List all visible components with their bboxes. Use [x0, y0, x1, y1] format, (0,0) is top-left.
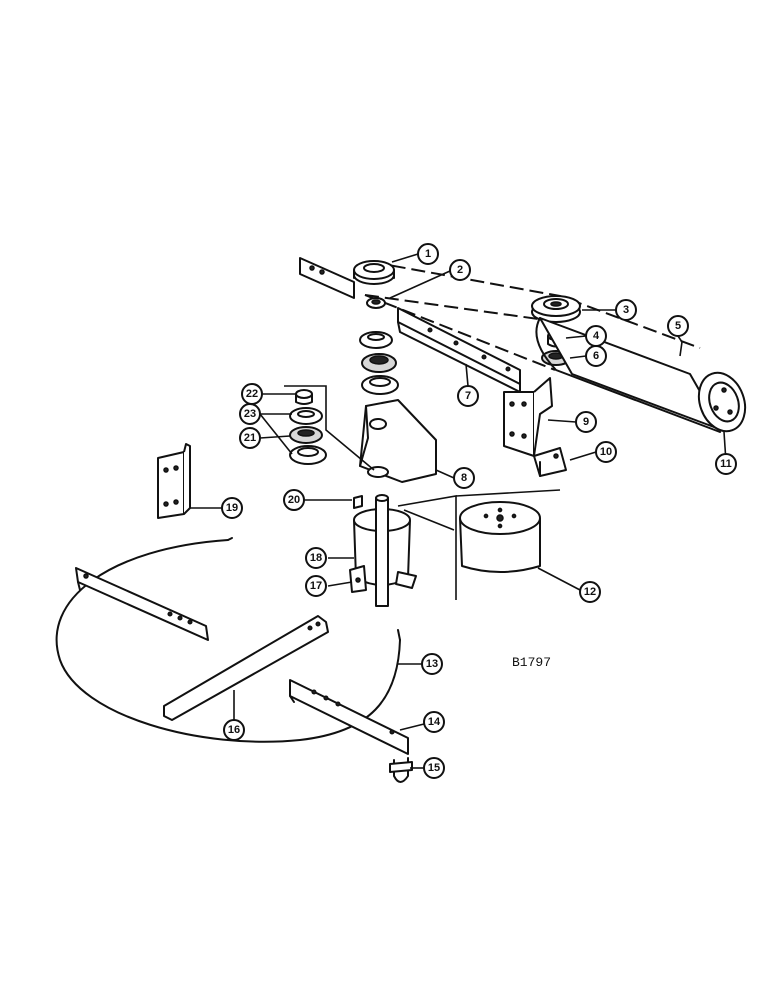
drawing-id: B1797 — [512, 655, 551, 670]
callout-11: 11 — [715, 453, 737, 475]
callout-21-label: 21 — [244, 432, 256, 444]
callout-5: 5 — [667, 315, 689, 337]
callout-10-label: 10 — [600, 446, 612, 458]
callout-21: 21 — [239, 427, 261, 449]
callout-11-label: 11 — [720, 458, 732, 470]
left-arm-bar — [75, 567, 209, 641]
callout-18: 18 — [305, 547, 327, 569]
leader-lines — [190, 253, 727, 769]
callout-13-label: 13 — [426, 658, 438, 670]
callout-22: 22 — [241, 383, 263, 405]
callout-19-label: 19 — [226, 502, 238, 514]
callout-6-label: 6 — [593, 350, 599, 362]
part-2-spacer — [366, 297, 386, 309]
callout-20-label: 20 — [288, 494, 300, 506]
callout-15: 15 — [423, 757, 445, 779]
callout-23: 23 — [239, 403, 261, 425]
callout-4-label: 4 — [593, 330, 600, 342]
part-15-u-bolt — [389, 757, 413, 783]
part-18-cup — [349, 494, 417, 607]
part-12-drum — [459, 501, 541, 573]
callout-13: 13 — [421, 653, 443, 675]
callout-12-label: 12 — [584, 586, 596, 598]
callout-12: 12 — [579, 581, 601, 603]
callout-5-label: 5 — [675, 320, 681, 332]
callout-19: 19 — [221, 497, 243, 519]
part-5-tube — [535, 317, 747, 433]
part-16-long-bar — [163, 615, 329, 721]
callout-18-label: 18 — [310, 552, 322, 564]
callout-1-label: 1 — [425, 248, 431, 260]
part-10-clip — [533, 447, 567, 477]
callout-9: 9 — [575, 411, 597, 433]
callout-23-label: 23 — [244, 408, 256, 420]
part-3-pulley — [531, 295, 581, 323]
part-1-pulley — [353, 260, 395, 285]
callout-20: 20 — [283, 489, 305, 511]
bearing-group-left — [284, 385, 375, 471]
part-14-arm-bar — [289, 679, 409, 755]
callout-14: 14 — [423, 711, 445, 733]
left-mount-bar — [299, 257, 355, 299]
part-8-base-plate — [359, 399, 437, 483]
callout-14-label: 14 — [428, 716, 441, 728]
callout-2: 2 — [449, 259, 471, 281]
callout-3-label: 3 — [623, 304, 629, 316]
callout-7-label: 7 — [465, 390, 471, 402]
callout-8-label: 8 — [461, 472, 467, 484]
callout-3: 3 — [615, 299, 637, 321]
part-9-bracket — [503, 377, 553, 457]
callout-10: 10 — [595, 441, 617, 463]
callout-17: 17 — [305, 575, 327, 597]
callout-17-label: 17 — [310, 580, 322, 592]
callout-4: 4 — [585, 325, 607, 347]
section-lines — [397, 489, 561, 600]
callout-6: 6 — [585, 345, 607, 367]
callout-15-label: 15 — [428, 762, 440, 774]
part-7-rail — [397, 307, 521, 393]
callout-2-label: 2 — [457, 264, 463, 276]
callout-7: 7 — [457, 385, 479, 407]
callout-16-label: 16 — [228, 724, 240, 736]
callout-16: 16 — [223, 719, 245, 741]
callout-9-label: 9 — [583, 416, 589, 428]
callout-22-label: 22 — [246, 388, 258, 400]
callout-8: 8 — [453, 467, 475, 489]
part-20-key — [353, 495, 363, 509]
part-19-bracket — [157, 443, 191, 519]
bearing-stack-upper — [359, 331, 399, 395]
callout-1: 1 — [417, 243, 439, 265]
